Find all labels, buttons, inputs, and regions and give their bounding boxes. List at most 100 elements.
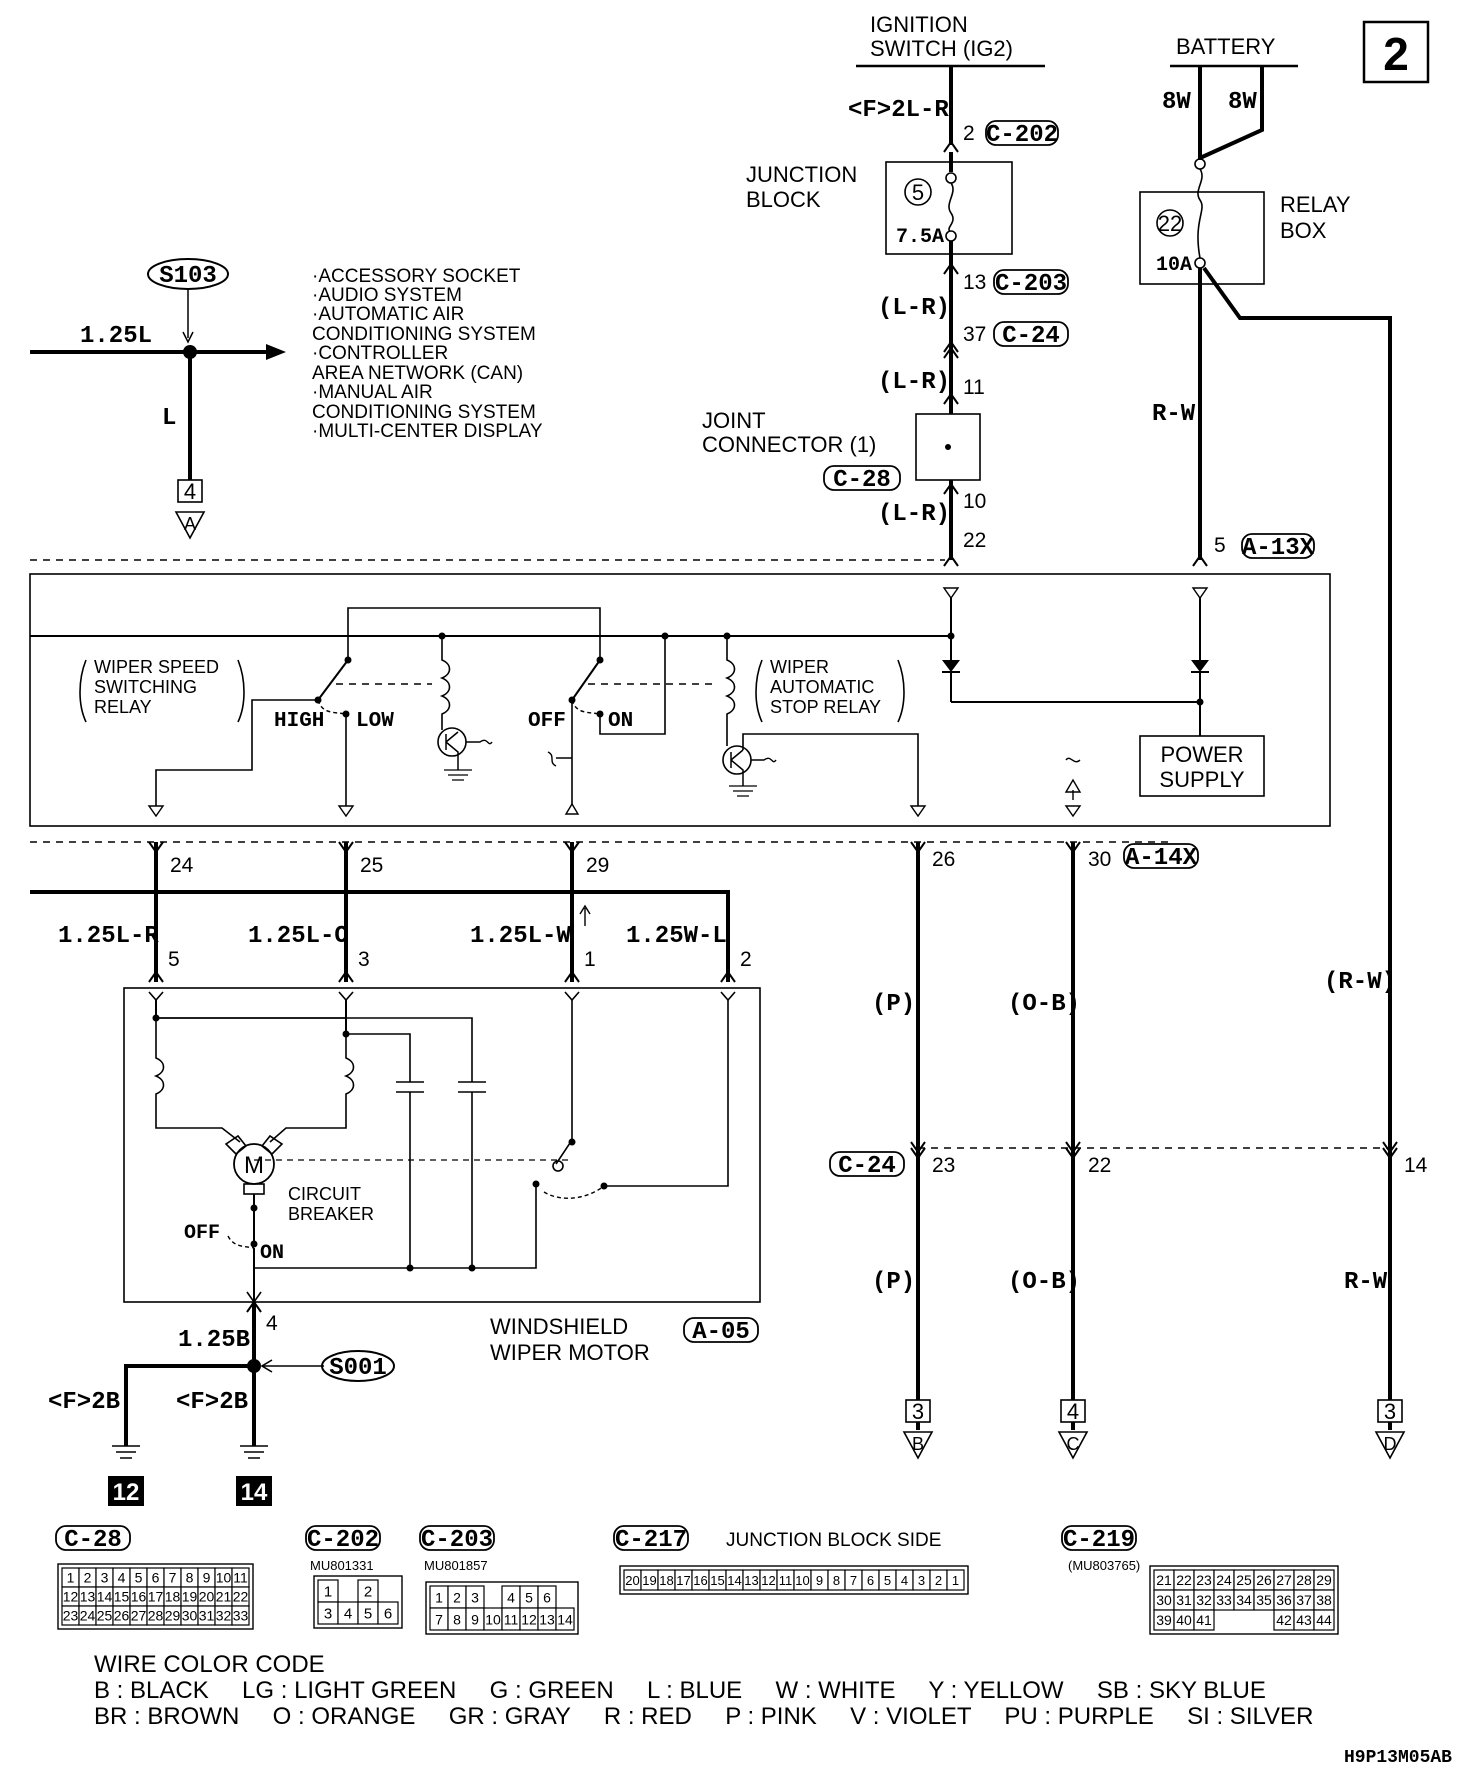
splice-s001-label: S001 [329,1355,387,1382]
connector-pin-number: 28 [1296,1572,1312,1588]
wire-color-code-title: WIRE COLOR CODE [94,1651,325,1678]
joint-connector-label-1: JOINT [702,408,766,433]
wire-lr-2: (L-R) [878,369,950,396]
dest-item: ·MANUAL AIR [312,382,433,403]
etacs-unit-box [29,573,1331,827]
connector-pin-number: 18 [659,1573,673,1588]
pin-25: 25 [360,854,383,877]
connector-pin-number: 27 [1276,1572,1292,1588]
connector-pin-number: 5 [884,1573,891,1588]
wire-color-code-line-2: BR : BROWN O : ORANGE GR : GRAY R : RED … [94,1703,1313,1730]
connector-pin-number: 6 [543,1590,551,1606]
connector-pin-number: 32 [1196,1592,1212,1608]
connector-pin-number: 14 [97,1588,113,1604]
c219-part-number: (MU803765) [1068,1558,1140,1573]
relay2-label-1: WIPER [770,657,829,677]
wiper-motor-box [123,987,761,1303]
relay1-label-2: SWITCHING [94,677,197,697]
connector-pin-number: 2 [364,1584,372,1601]
fuse-5-number: 5 [912,180,924,205]
dest-item: CONDITIONING SYSTEM [312,402,536,423]
connector-pin-number: 6 [152,1569,160,1585]
pin-13-label: 13 [963,271,986,294]
pin-26: 26 [932,848,955,871]
dest-b-letter: B [912,1434,924,1454]
motor-pin-1: 1 [584,948,596,971]
ground-point-14: 14 [241,1479,268,1506]
relay-box-label-1: RELAY [1280,192,1351,217]
c203-part-number: MU801857 [424,1558,488,1573]
connector-pin-number: 3 [471,1590,479,1606]
relay1-low: LOW [356,710,394,733]
wire-color-code-line-1: B : BLACK LG : LIGHT GREEN G : GREEN L :… [94,1677,1266,1704]
connector-pin-number: 22 [1176,1572,1192,1588]
connector-pin-number: 2 [935,1573,942,1588]
connector-pin-number: 42 [1276,1612,1292,1628]
pin-10-label: 10 [963,490,986,513]
relay2-label-3: STOP RELAY [770,697,881,717]
motor-wire-1: 1.25L-R [58,923,159,950]
connector-pin-number: 25 [1236,1572,1252,1588]
connector-pin-number: 43 [1296,1612,1312,1628]
wire-l: L [162,405,176,432]
connector-pin-number: 7 [435,1612,443,1628]
pin-11-label: 11 [963,376,985,399]
connector-pin-number: 4 [344,1606,352,1623]
figure-code: H9P13M05AB [1344,1748,1452,1768]
c24-connector-tag: C-24 [838,1153,896,1180]
ground-wire-label: 1.25B [178,1327,250,1354]
connector-pin-number: 33 [1216,1592,1232,1608]
motor-wire-2: 1.25L-O [248,923,349,950]
motor-m: M [244,1152,264,1179]
connector-pin-number: 28 [148,1607,164,1623]
connector-pin-number: 21 [216,1588,232,1604]
motor-pin-4: 4 [266,1312,278,1335]
battery-8w-b: 8W [1228,89,1257,116]
wire-1-25l: 1.25L [80,323,152,350]
dest-item: ·MULTI-CENTER DISPLAY [312,421,543,442]
motor-pin-5: 5 [168,948,180,971]
connector-pin-number: 15 [710,1573,724,1588]
c217-side-label: JUNCTION BLOCK SIDE [726,1530,941,1551]
connector-cavity [377,1601,399,1625]
connector-frame [619,1565,969,1595]
connector-frame [313,1575,403,1629]
connector-pin-number: 22 [233,1588,249,1604]
pin-37-label: 37 [963,323,986,346]
relay2-label-2: AUTOMATIC [770,677,874,697]
connector-pin-number: 3 [918,1573,925,1588]
connector-pin-number: 9 [471,1612,479,1628]
connector-pin-number: 14 [557,1612,573,1628]
relay-box-label-2: BOX [1280,218,1327,243]
wire-lr-3: (L-R) [878,501,950,528]
connector-cavity [1313,1609,1335,1631]
connector-pin-number: 29 [1316,1572,1332,1588]
connector-frame [57,1563,254,1630]
dest-item: ·AUTOMATIC AIR [312,304,464,325]
joint-connector [915,413,981,481]
connector-pin-number: 16 [693,1573,707,1588]
connector-pin-number: 10 [795,1573,809,1588]
c28-connector-tag: C-28 [833,467,891,494]
connector-pin-number: 11 [779,1573,793,1588]
connector-pin-number: 3 [101,1569,109,1585]
ground-f2b-b: <F>2B [176,1389,248,1416]
wire-rw-right: R-W [1152,401,1196,428]
pin-29: 29 [586,854,609,877]
wire-p-2: (P) [872,1269,915,1296]
connector-pin-number: 1 [67,1569,75,1585]
dest-item: ·ACCESSORY SOCKET [312,266,521,287]
pin-30: 30 [1088,848,1111,871]
fuse-5-rating: 7.5A [896,226,944,249]
dest-item: AREA NETWORK (CAN) [312,363,523,384]
connector-pin-number: 10 [485,1612,501,1628]
connector-pin-number: 39 [1156,1612,1172,1628]
connector-pin-number: 7 [850,1573,857,1588]
motor-name-1: WINDSHIELD [490,1314,628,1339]
connector-pin-number: 41 [1196,1612,1212,1628]
connector-pin-number: 17 [676,1573,690,1588]
